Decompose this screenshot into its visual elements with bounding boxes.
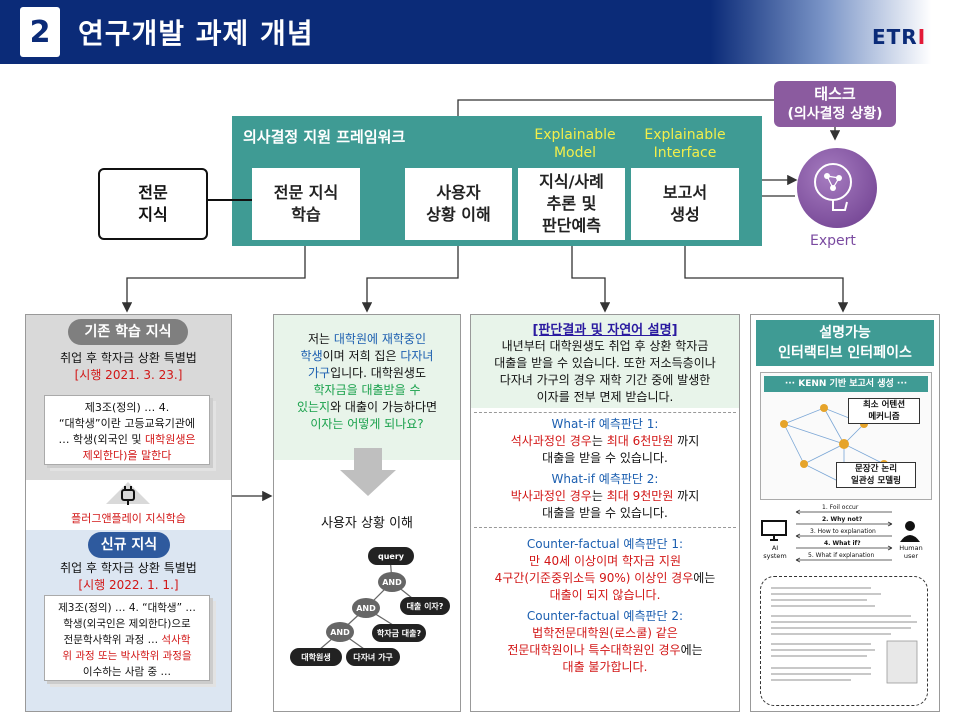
etri-logo: ETRI [872, 25, 927, 49]
framework-title: 의사결정 지원 프레임워크 [243, 128, 406, 146]
interaction-arrows [795, 509, 893, 563]
query-node: query [368, 547, 414, 565]
plug-and-play-label: 플러그앤플레이 지식학습 [71, 512, 186, 525]
new-law-title: 취업 후 학자금 상환 특별법[시행 2022. 1. 1.] [60, 561, 197, 592]
and-node-2: AND [352, 598, 380, 618]
and-node-3: AND [326, 622, 354, 642]
expert-label: Expert [810, 233, 856, 249]
kenn-label: ··· KENN 기반 보고서 생성 ··· [764, 376, 928, 392]
user-context-subtitle: 사용자 상황 이해 [321, 516, 413, 531]
and-node-1: AND [378, 572, 406, 592]
expert-knowledge-link [208, 199, 252, 201]
task-box[interactable]: 태스크(의사결정 상황) [774, 81, 896, 127]
counterfactual-2: Counter-factual 예측판단 2: 법학전문대학원(로스쿨) 같은 … [507, 609, 703, 674]
new-knowledge-label: 신규 지식 [88, 532, 170, 558]
divider [474, 412, 736, 413]
plug-icon [116, 486, 140, 506]
page-title: 연구개발 과제 개념 [78, 17, 314, 50]
user-question: 저는 대학원에 재학중인 학생이며 저희 집은 다자녀 가구입니다. 대학원생도… [296, 332, 438, 431]
existing-clause-card: 제3조(정의) … 4. “대학생”이란 고등교육기관에 … 학생(외국인 및 … [44, 395, 210, 465]
header-bar [0, 0, 960, 64]
divider [474, 527, 736, 528]
down-arrow-icon [338, 448, 398, 498]
loan-interest-node: 대출 이자? [400, 597, 450, 615]
flow-step-1: 1. Foil occur [820, 504, 861, 511]
flow-step-5: 5. What if explanation [806, 552, 877, 559]
expert-icon [797, 148, 877, 228]
summary-band [471, 315, 739, 408]
upload-arrow-icon [102, 480, 154, 506]
existing-knowledge-label: 기존 학습 지식 [68, 319, 188, 345]
counterfactual-1: Counter-factual 예측판단 1: 만 40세 이상이며 학자금 지… [494, 537, 716, 602]
section-number: 2 [20, 7, 60, 57]
human-user-icon [898, 520, 922, 542]
computer-icon [760, 520, 788, 542]
student-loan-node: 학자금 대출? [372, 624, 426, 642]
whatif-1: What-if 예측판단 1: 석사과정인 경우는 최대 6천만원 까지 대출을… [510, 417, 700, 465]
whatif-2: What-if 예측판단 2: 박사과정인 경우는 최대 9천만원 까지 대출을… [510, 472, 700, 520]
existing-law-title: 취업 후 학자금 상환 특별법[시행 2021. 3. 23.] [60, 351, 197, 382]
query-tree-lines [311, 555, 423, 657]
flow-step-4: 4. What if? [822, 540, 863, 547]
grad-student-node: 대학원생 [290, 648, 342, 666]
report-document [760, 576, 928, 706]
new-clause-card: 제3조(정의) … 4. “대학생” … 학생(외국인은 제외한다)으로 전문학… [44, 595, 210, 681]
multi-child-node: 다자녀 가구 [346, 648, 400, 666]
explanation-title: [판단결과 및 자연어 설명] [532, 323, 678, 338]
question-band [274, 315, 460, 460]
flow-step-2: 2. Why not? [820, 516, 865, 523]
flow-step-3: 3. How to explanation [808, 528, 878, 535]
